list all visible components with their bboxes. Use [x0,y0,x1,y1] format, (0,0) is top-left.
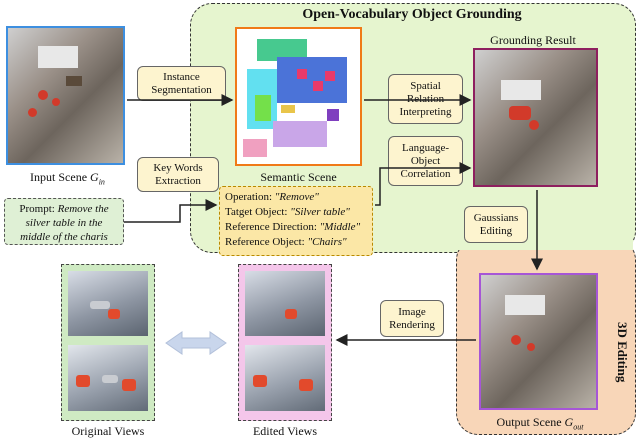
original-views-panel [61,264,155,421]
semantic-scene-caption: Semantic Scene [260,170,337,184]
arrow-prompt-to-ops [124,199,218,223]
editing-title: 3D Editing [615,321,630,383]
grounding-title: Open-Vocabulary Object Grounding [302,7,522,22]
edited-views-caption: Edited Views [252,424,318,438]
compare-double-arrow [165,331,227,355]
grounding-result-caption: Grounding Result [490,33,576,47]
arrow-ops-to-grounding [375,162,472,206]
input-scene-caption: Input Scene Gin [30,170,105,187]
prompt-box: Prompt: Remove the silver table in the m… [4,198,124,245]
original-views-caption: Original Views [71,424,145,438]
output-scene-image [479,273,598,410]
edited-views-panel [238,264,332,421]
grounding-result-image [473,48,598,187]
output-scene-caption: Output Scene Gout [496,415,584,432]
semantic-scene-image [235,27,362,166]
parsed-keywords-box: Operation: "Remove" Tatget Object: "Silv… [219,186,373,256]
input-scene-image [6,26,125,165]
